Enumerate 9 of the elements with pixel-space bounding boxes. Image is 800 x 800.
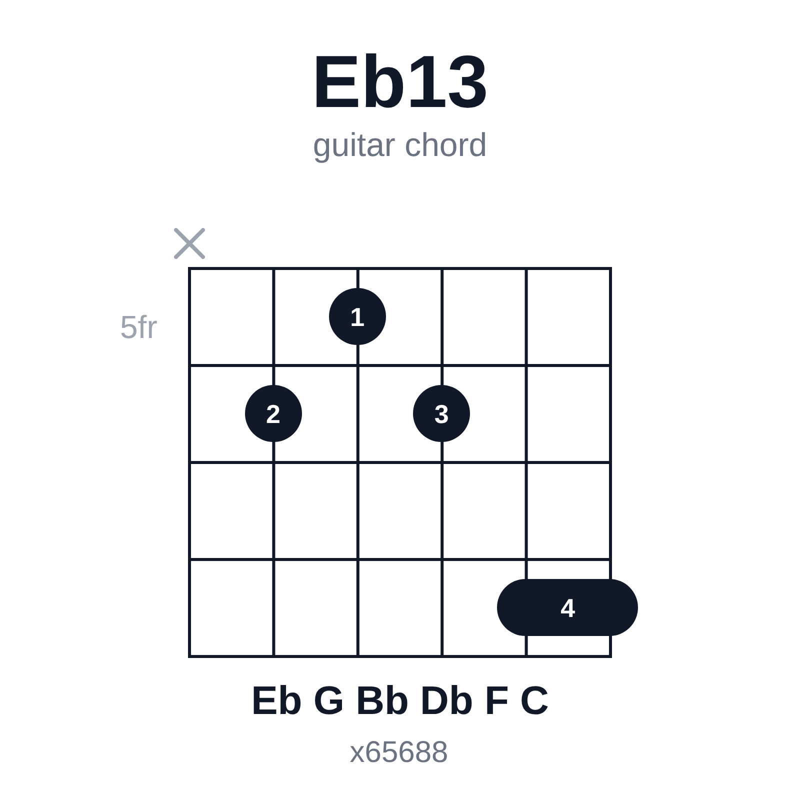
finger-number: 2 [266,400,280,426]
fret-fingering-code: x65688 [350,738,448,768]
chord-title: Eb13 [312,45,488,119]
chord-notes: Eb G Bb Db F C [251,681,549,722]
finger-number: 3 [434,400,449,426]
finger-number: 1 [350,304,365,330]
finger-number: 4 [560,594,576,620]
subtitle: guitar chord [312,128,488,162]
fret-position-label: 5fr [120,310,158,343]
